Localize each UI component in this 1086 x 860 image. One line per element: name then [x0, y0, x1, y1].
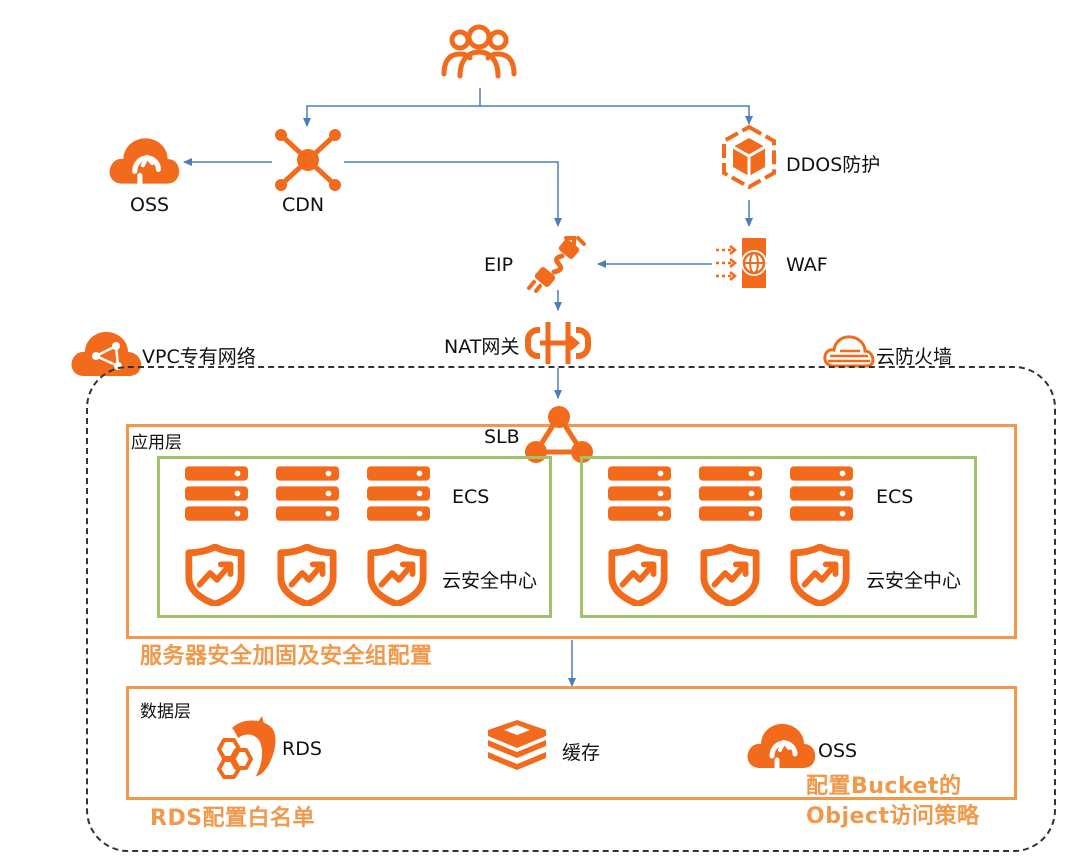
- ddos-cube-icon: [722, 124, 776, 190]
- data-layer-title: 数据层: [140, 702, 191, 722]
- app-layer-note: 服务器安全加固及安全组配置: [140, 644, 433, 669]
- security-center-shield-icon: [699, 544, 761, 606]
- waf-globe-icon: [716, 238, 767, 288]
- rds-whitelist-note: RDS配置白名单: [150, 806, 316, 831]
- cdn-label: CDN: [282, 194, 325, 216]
- vpc-boundary: [86, 366, 1056, 852]
- firewall-cloud-icon: [823, 335, 875, 368]
- eip-label: EIP: [484, 254, 514, 276]
- users-icon: [441, 24, 517, 79]
- firewall-label: 云防火墙: [876, 346, 953, 368]
- ecs-server-icon: [699, 466, 762, 522]
- nat-gateway-icon: [525, 322, 591, 364]
- security-center-shield-icon: [366, 544, 428, 606]
- oss-cloud-icon: [746, 720, 816, 770]
- security-center-shield-icon: [276, 544, 338, 606]
- oss-data-label: OSS: [818, 740, 858, 762]
- slb-label: SLB: [484, 426, 520, 448]
- data-layer-box: [126, 686, 1017, 800]
- rds-dolphin-icon: [217, 716, 276, 779]
- ecs-server-icon: [367, 466, 430, 522]
- oss-top-label: OSS: [130, 194, 170, 216]
- eip-plug-icon: [527, 236, 586, 293]
- ecs-server-icon: [790, 466, 853, 522]
- ecs-label: ECS: [876, 486, 914, 508]
- waf-label: WAF: [786, 254, 828, 276]
- security-center-shield-icon: [184, 544, 246, 606]
- security-center-shield-icon: [607, 544, 669, 606]
- ecs-server-icon: [185, 466, 248, 522]
- security-center-label: 云安全中心: [442, 570, 538, 592]
- vpc-cloud-icon: [71, 331, 142, 376]
- cache-stack-icon: [488, 720, 546, 770]
- app-layer-title: 应用层: [131, 433, 182, 453]
- oss-policy-note-line2: Object访问策略: [806, 804, 980, 829]
- ecs-label: ECS: [452, 486, 490, 508]
- ecs-server-icon: [276, 466, 339, 522]
- security-center-shield-icon: [789, 544, 851, 606]
- app-layer-box: [126, 424, 1017, 639]
- cache-label: 缓存: [562, 742, 601, 764]
- vpc-label: VPC专有网络: [142, 346, 256, 368]
- security-center-label: 云安全中心: [866, 570, 962, 592]
- oss-policy-note-line1: 配置Bucket的: [806, 774, 962, 799]
- ddos-label: DDOS防护: [786, 154, 881, 176]
- oss-cloud-icon: [108, 134, 180, 186]
- slb-triangle-icon: [525, 406, 593, 463]
- rds-label: RDS: [282, 738, 322, 760]
- nat-label: NAT网关: [444, 336, 520, 358]
- ecs-server-icon: [608, 466, 671, 522]
- server-group-right: [580, 456, 977, 618]
- server-group-left: [157, 456, 552, 618]
- cdn-network-icon: [275, 129, 341, 191]
